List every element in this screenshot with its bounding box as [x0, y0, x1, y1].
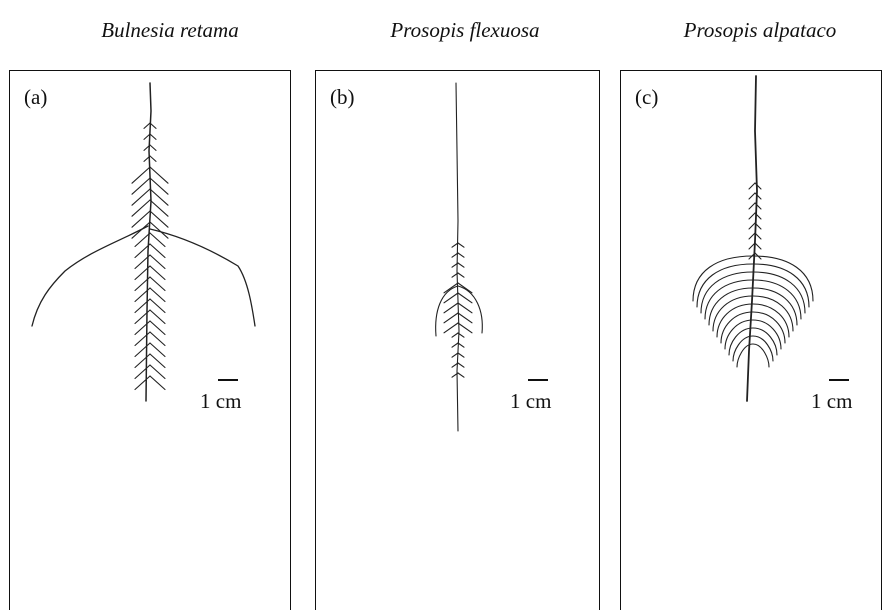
species-title-a: Bulnesia retama	[30, 18, 310, 43]
lateral-root	[135, 354, 150, 368]
lateral-root	[144, 123, 150, 128]
lateral-root	[452, 343, 458, 347]
panel-b: (b) 1 cm	[315, 70, 600, 610]
lateral-root	[150, 277, 165, 291]
lateral-root	[458, 303, 472, 313]
lateral-root	[753, 336, 773, 361]
lateral-root	[458, 283, 472, 293]
lateral-root	[150, 288, 165, 302]
root-drawing-a	[10, 71, 292, 611]
lateral-root	[721, 312, 753, 343]
lateral-root	[458, 293, 472, 303]
lateral-root	[150, 354, 165, 368]
lateral-root	[150, 244, 165, 258]
lateral-root	[150, 156, 156, 161]
lateral-root	[749, 183, 755, 189]
species-title-b: Prosopis flexuosa	[325, 18, 605, 43]
scale-bar-b	[528, 379, 548, 381]
panel-c: (c) 1 cm	[620, 70, 882, 610]
lateral-root	[150, 343, 165, 357]
lateral-root	[150, 233, 165, 247]
lateral-root	[749, 233, 755, 239]
lateral-root	[737, 344, 753, 367]
root-drawing-c	[621, 71, 883, 611]
lateral-root	[150, 145, 156, 150]
lateral-root	[150, 299, 165, 313]
lateral-root	[753, 312, 785, 343]
species-title-c: Prosopis alpataco	[620, 18, 887, 43]
lateral-root	[135, 343, 150, 357]
lateral-root	[452, 333, 458, 337]
lateral-root	[150, 134, 156, 139]
lateral-root	[444, 313, 458, 323]
lateral-root	[458, 373, 464, 377]
panel-a: (a) 1 cm	[9, 70, 291, 610]
lateral-root	[135, 321, 150, 335]
lateral-root	[458, 273, 464, 277]
lateral-root	[444, 303, 458, 313]
lateral-root	[458, 323, 472, 333]
lateral-root	[749, 213, 755, 219]
lateral-root	[135, 332, 150, 346]
scale-label-c: 1 cm	[811, 389, 852, 414]
lateral-root	[458, 313, 472, 323]
lateral-root	[749, 193, 755, 199]
lateral-root	[135, 376, 150, 390]
lateral-root	[458, 343, 464, 347]
lateral-root	[458, 353, 464, 357]
scale-bar-a	[218, 379, 238, 381]
lateral-root	[150, 310, 165, 324]
lateral-root	[753, 344, 769, 367]
lateral-root	[458, 363, 464, 367]
lateral-root	[749, 223, 755, 229]
lateral-root	[135, 365, 150, 379]
lateral-root	[444, 323, 458, 333]
lateral-root	[150, 332, 165, 346]
scale-label-a: 1 cm	[200, 389, 241, 414]
scale-label-b: 1 cm	[510, 389, 551, 414]
root-drawing-b	[316, 71, 601, 611]
lateral-root	[150, 365, 165, 379]
lateral-root	[749, 203, 755, 209]
lateral-root	[150, 321, 165, 335]
lateral-root	[135, 310, 150, 324]
lateral-root	[458, 253, 464, 257]
lateral-root	[458, 243, 464, 247]
lateral-root	[452, 353, 458, 357]
scale-bar-c	[829, 379, 849, 381]
lateral-root	[150, 266, 165, 280]
lateral-root	[444, 283, 458, 293]
lateral-root	[755, 243, 761, 249]
lateral-root	[150, 376, 165, 390]
lateral-root	[458, 263, 464, 267]
lateral-root	[755, 183, 761, 189]
lateral-root	[444, 293, 458, 303]
lateral-root	[150, 255, 165, 269]
